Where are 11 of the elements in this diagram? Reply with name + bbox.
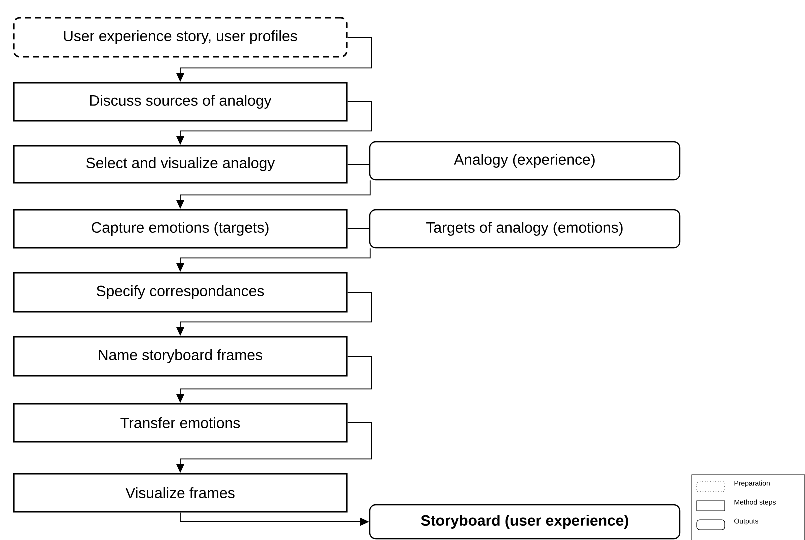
step-box: Discuss sources of analogy: [13, 82, 348, 122]
output-box: Storyboard (user experience): [369, 504, 681, 540]
step-box: Capture emotions (targets): [13, 209, 348, 249]
step-box: Select and visualize analogy: [13, 145, 348, 184]
step-box: Transfer emotions: [13, 403, 348, 443]
step-box: Specify correspondances: [13, 272, 348, 313]
step-box: Visualize frames: [13, 473, 348, 513]
output-box: Targets of analogy (emotions): [369, 209, 681, 249]
prep-box: User experience story, user profiles: [13, 17, 348, 58]
step-box: Name storyboard frames: [13, 336, 348, 377]
output-box: Analogy (experience): [369, 141, 681, 181]
